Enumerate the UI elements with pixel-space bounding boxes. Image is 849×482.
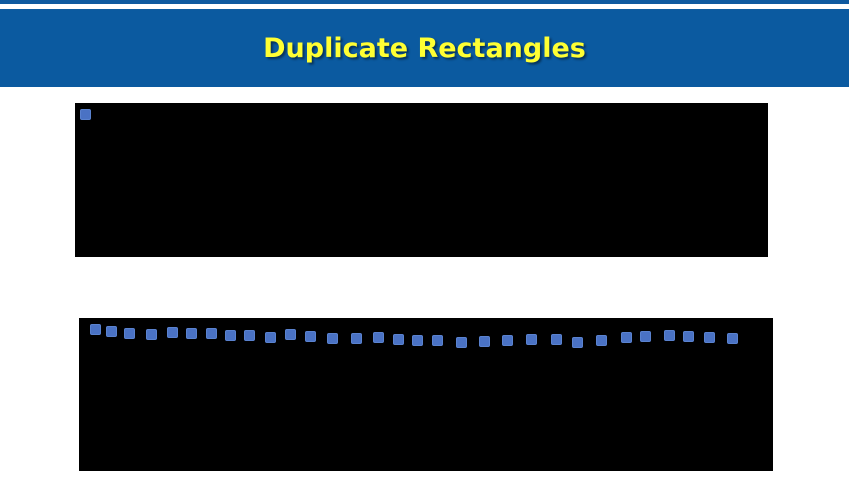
duplicate-rectangle (727, 333, 738, 344)
duplicate-rectangle (186, 328, 197, 339)
duplicate-rectangle (664, 330, 675, 341)
duplicate-rectangle (327, 333, 338, 344)
duplicate-rectangle (90, 324, 101, 335)
top-accent-rule (0, 0, 849, 4)
duplicate-rectangle (551, 334, 562, 345)
duplicate-rectangle (526, 334, 537, 345)
duplicate-rectangle (206, 328, 217, 339)
duplicate-rectangle (596, 335, 607, 346)
duplicate-rectangle (704, 332, 715, 343)
duplicated-rectangles-panel (79, 318, 773, 471)
duplicate-rectangle (167, 327, 178, 338)
duplicate-rectangle (225, 330, 236, 341)
duplicate-rectangle (244, 330, 255, 341)
duplicate-rectangle (393, 334, 404, 345)
duplicate-rectangle (351, 333, 362, 344)
duplicate-rectangle (456, 337, 467, 348)
duplicate-rectangle (502, 335, 513, 346)
page-title: Duplicate Rectangles (263, 32, 586, 64)
duplicate-rectangle (479, 336, 490, 347)
duplicate-rectangle (572, 337, 583, 348)
duplicate-rectangle (621, 332, 632, 343)
duplicate-rectangle (305, 331, 316, 342)
duplicate-rectangle (373, 332, 384, 343)
duplicate-rectangle (146, 329, 157, 340)
duplicate-rectangle (106, 326, 117, 337)
blue-rectangle (80, 109, 91, 120)
duplicate-rectangle (265, 332, 276, 343)
duplicate-rectangle (124, 328, 135, 339)
duplicate-rectangle (640, 331, 651, 342)
duplicate-rectangle (412, 335, 423, 346)
duplicate-rectangle (432, 335, 443, 346)
original-rectangle-panel (75, 103, 768, 257)
duplicate-rectangle (285, 329, 296, 340)
title-bar: Duplicate Rectangles (0, 9, 849, 87)
duplicate-rectangle (683, 331, 694, 342)
